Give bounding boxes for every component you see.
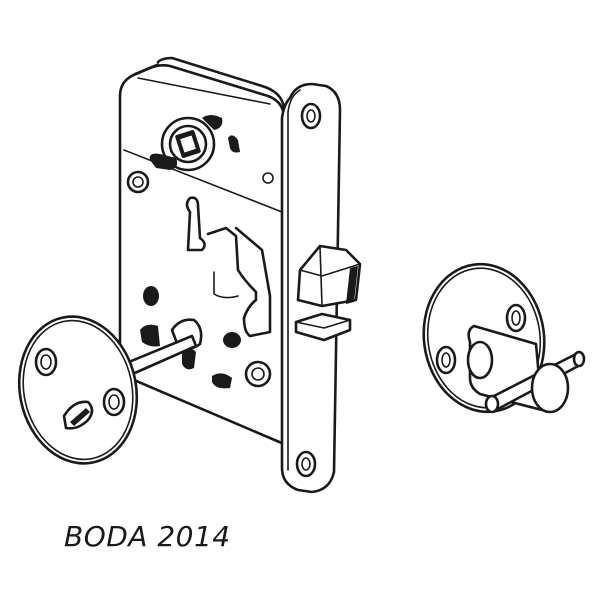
- spindle-hub: [149, 115, 223, 172]
- dead-bolt: [294, 312, 352, 342]
- keyhole-slot: [185, 196, 272, 338]
- latch-bolt: [296, 244, 362, 308]
- handle-rosette: [422, 262, 586, 414]
- case-screws: [126, 135, 274, 388]
- product-caption: BODA 2014: [64, 520, 231, 553]
- thumb-turn-rosette: [17, 315, 198, 465]
